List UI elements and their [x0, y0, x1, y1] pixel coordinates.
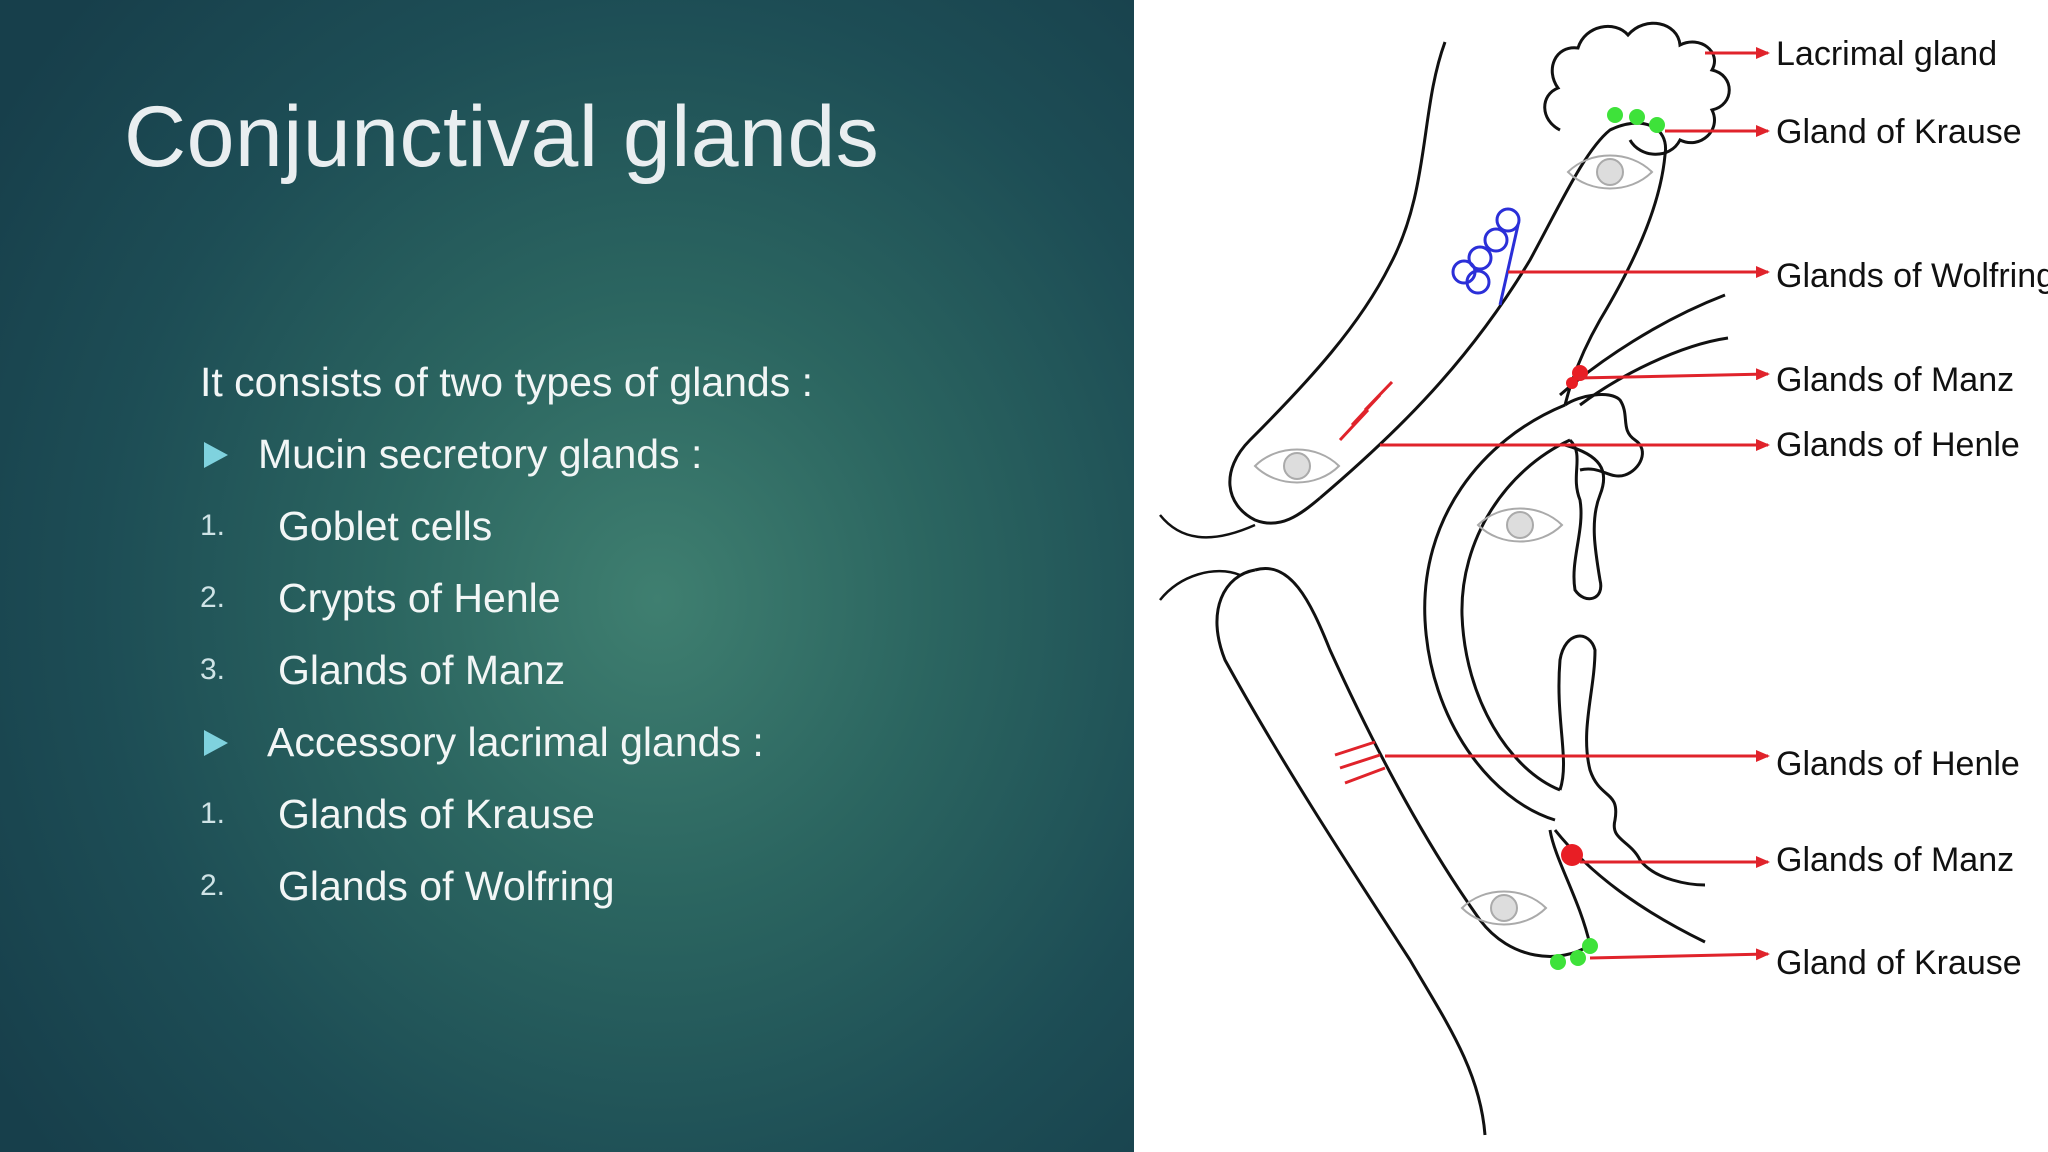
intro-text: It consists of two types of glands : — [200, 359, 814, 405]
slide-title: Conjunctival glands — [124, 89, 880, 185]
watermark-eye-icon — [1253, 154, 1654, 926]
group-heading-label: Accessory lacrimal glands : — [267, 719, 764, 765]
text-panel: Conjunctival glands It consists of two t… — [0, 0, 1134, 1152]
list-item-text: Crypts of Henle — [278, 575, 561, 621]
label-manz-top: Glands of Manz — [1776, 361, 2014, 399]
list-number: 3. — [200, 653, 226, 686]
lower-lid-outline — [1215, 568, 1487, 1136]
krause-gland-dots — [1550, 107, 1665, 970]
triangle-bullet-icon — [204, 442, 228, 468]
list-item-text: Glands of Wolfring — [278, 863, 615, 909]
label-henle-bottom: Glands of Henle — [1776, 745, 2020, 783]
globe-outline — [1423, 403, 1566, 822]
label-krause-bottom: Gland of Krause — [1776, 944, 2022, 982]
label-wolfring: Glands of Wolfring — [1776, 257, 2048, 295]
conjunctival-glands-diagram: Lacrimal gland Gland of Krause Glands of… — [1159, 21, 2048, 1136]
list-number: 2. — [200, 869, 226, 902]
list-number: 1. — [200, 509, 226, 542]
label-lacrimal-gland: Lacrimal gland — [1776, 35, 1997, 73]
upper-lid-outline — [1228, 41, 1447, 525]
label-arrows — [1380, 47, 1770, 961]
label-henle-top: Glands of Henle — [1776, 426, 2020, 464]
diagram-panel: Lacrimal gland Gland of Krause Glands of… — [1134, 0, 2048, 1152]
triangle-bullet-icon — [204, 730, 228, 756]
manz-gland-dots — [1561, 365, 1588, 866]
label-manz-bottom: Glands of Manz — [1776, 841, 2014, 879]
list-number: 2. — [200, 581, 226, 614]
list-item-text: Glands of Krause — [278, 791, 595, 837]
list-item-text: Glands of Manz — [278, 647, 566, 693]
group-heading-label: Mucin secretory glands : — [258, 431, 703, 477]
label-krause-top: Gland of Krause — [1776, 113, 2022, 151]
wolfring-gland-loops — [1451, 207, 1521, 306]
upper-tarsus-outline — [1319, 121, 1667, 500]
henle-crypt-lines — [1334, 380, 1394, 785]
list-number: 1. — [200, 797, 226, 830]
lower-tarsus-outline — [1254, 567, 1592, 958]
list-item-text: Goblet cells — [278, 503, 493, 549]
lacrimal-gland-shape — [1543, 21, 1731, 156]
